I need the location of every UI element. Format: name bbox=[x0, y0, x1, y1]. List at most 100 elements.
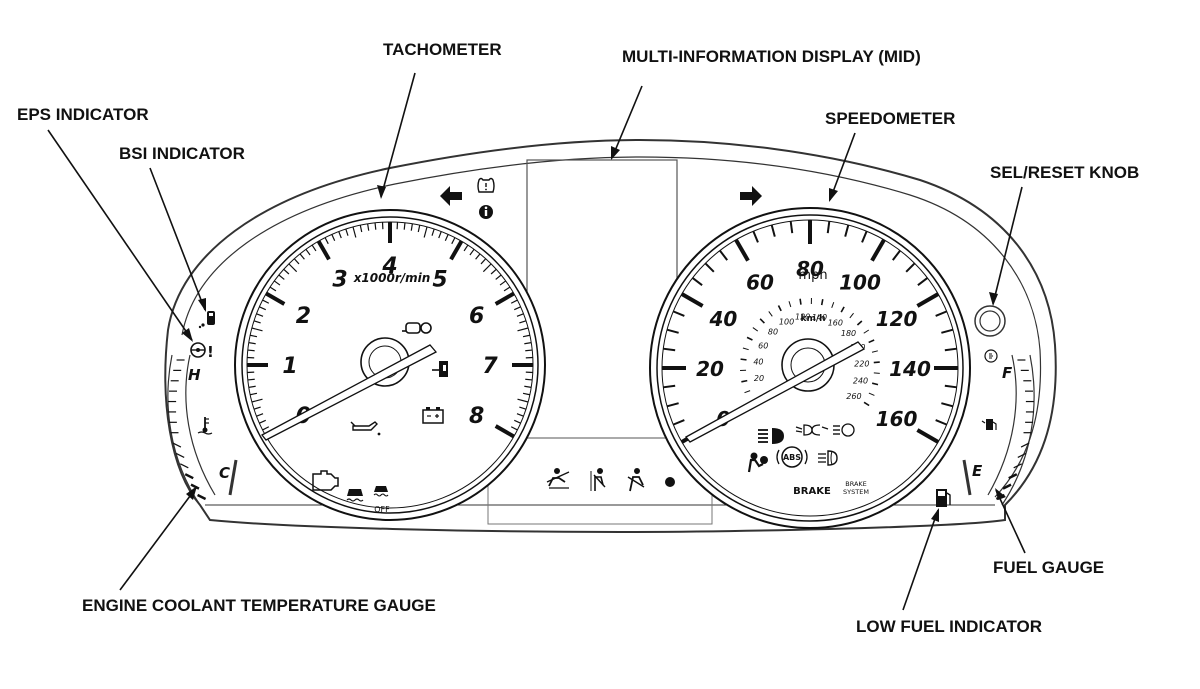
kmh-tick bbox=[868, 392, 875, 396]
battery-icon bbox=[422, 407, 444, 424]
kmh-number: 160 bbox=[828, 319, 843, 328]
fuel-tick bbox=[1020, 442, 1030, 448]
speed-tick bbox=[844, 224, 850, 237]
label-coolant: ENGINE COOLANT TEMPERATURE GAUGE bbox=[82, 596, 436, 615]
label-speedometer: SPEEDOMETER bbox=[825, 109, 955, 128]
tach-tick bbox=[248, 342, 256, 345]
leader-speedometer bbox=[829, 132, 856, 201]
tach-tick bbox=[247, 349, 255, 352]
tach-tick bbox=[513, 419, 521, 424]
mph-number: 100 bbox=[839, 270, 881, 294]
tach-number: 1 bbox=[282, 354, 297, 379]
tach-tick bbox=[480, 258, 487, 265]
speed-tick bbox=[704, 262, 715, 273]
mph-unit-label: mph bbox=[798, 268, 827, 283]
tach-tick bbox=[403, 222, 406, 230]
tach-tick bbox=[269, 286, 277, 292]
tachometer: 012345678 x1000r/min bbox=[234, 209, 546, 521]
speed-tick bbox=[941, 328, 954, 334]
mph-number: 80 bbox=[796, 257, 824, 281]
kmh-number: 100 bbox=[779, 318, 794, 327]
info-icon bbox=[479, 205, 493, 219]
tach-tick bbox=[259, 419, 267, 424]
tach-tick bbox=[299, 253, 305, 260]
tach-tick bbox=[510, 426, 518, 431]
tach-tick bbox=[259, 306, 267, 311]
tach-tick bbox=[482, 263, 492, 273]
tach-tick bbox=[352, 226, 357, 238]
kmh-number: 180 bbox=[841, 329, 856, 338]
right-turn-arrow-icon bbox=[740, 186, 762, 206]
tach-tick bbox=[256, 413, 264, 417]
abs-label: ABS bbox=[783, 453, 801, 462]
kmh-number: 60 bbox=[758, 341, 768, 350]
tach-tick bbox=[494, 424, 515, 439]
tach-tick bbox=[262, 426, 270, 431]
temp-cold-label: C bbox=[219, 464, 230, 482]
speed-tick bbox=[935, 419, 948, 426]
security-icon bbox=[665, 477, 675, 487]
tach-tick bbox=[324, 237, 329, 245]
kmh-tick bbox=[744, 390, 751, 394]
tach-tick bbox=[410, 223, 413, 231]
steering-icon bbox=[190, 342, 206, 358]
kmh-number: 260 bbox=[846, 392, 861, 401]
tach-tick bbox=[525, 349, 533, 352]
speed-tick bbox=[680, 292, 704, 308]
bsi-icon bbox=[198, 311, 215, 329]
tach-tick bbox=[359, 225, 363, 233]
tach-tick bbox=[495, 274, 502, 280]
leader-sel-reset bbox=[992, 186, 1023, 305]
fuel-empty-label: E bbox=[972, 462, 983, 480]
tach-tick bbox=[250, 392, 258, 396]
tach-tick bbox=[463, 244, 469, 252]
tach-tick bbox=[444, 234, 449, 242]
speed-tick bbox=[891, 249, 901, 261]
tach-tick bbox=[311, 244, 317, 252]
leader-coolant-arrowhead bbox=[186, 486, 197, 500]
tach-tick bbox=[490, 268, 497, 275]
airbag-icon bbox=[747, 452, 768, 473]
temp-tick bbox=[190, 483, 200, 490]
sel-reset-knob[interactable] bbox=[974, 305, 1006, 337]
brake-system-line1: BRAKE bbox=[845, 480, 867, 488]
kmh-tick bbox=[752, 327, 759, 332]
kmh-tick bbox=[742, 347, 749, 351]
tach-tick bbox=[265, 291, 286, 306]
kmh-tick bbox=[740, 358, 747, 361]
leader-eps-arrowhead bbox=[182, 328, 193, 342]
speed-tick bbox=[944, 384, 957, 389]
kmh-tick bbox=[849, 312, 854, 319]
temp-tick bbox=[197, 493, 207, 501]
kmh-tick bbox=[856, 320, 863, 326]
tach-number: 2 bbox=[296, 304, 311, 329]
tach-tick bbox=[438, 231, 442, 239]
coolant-temp-icon bbox=[197, 417, 213, 435]
tach-number: 8 bbox=[469, 404, 484, 429]
leader-speedometer-arrowhead bbox=[829, 188, 838, 202]
tach-tick bbox=[253, 406, 261, 410]
temp-needle bbox=[228, 459, 238, 496]
temp-tick bbox=[175, 452, 185, 458]
tach-tick bbox=[288, 263, 298, 273]
eco-icon bbox=[984, 349, 998, 363]
speed-tick bbox=[861, 230, 868, 243]
fuel-tick bbox=[1002, 483, 1012, 490]
fuel-gauge: F E bbox=[962, 349, 1035, 506]
speed-tick bbox=[789, 221, 794, 234]
vsa-off-label: OFF bbox=[374, 505, 390, 514]
door-open-icon bbox=[627, 468, 645, 492]
leader-mid bbox=[611, 85, 643, 159]
leader-fuel-gauge bbox=[995, 489, 1026, 554]
tach-number: 7 bbox=[482, 354, 498, 379]
leader-low-fuel bbox=[902, 509, 939, 611]
tach-tick bbox=[494, 291, 515, 306]
kmh-tick bbox=[871, 382, 879, 386]
tach-tick bbox=[519, 320, 527, 324]
tach-tick bbox=[522, 392, 530, 396]
kmh-number: 80 bbox=[768, 328, 778, 337]
tach-tick bbox=[475, 253, 481, 260]
kmh-number: 20 bbox=[754, 374, 764, 383]
tach-tick bbox=[503, 286, 511, 292]
kmh-tick bbox=[799, 298, 802, 305]
